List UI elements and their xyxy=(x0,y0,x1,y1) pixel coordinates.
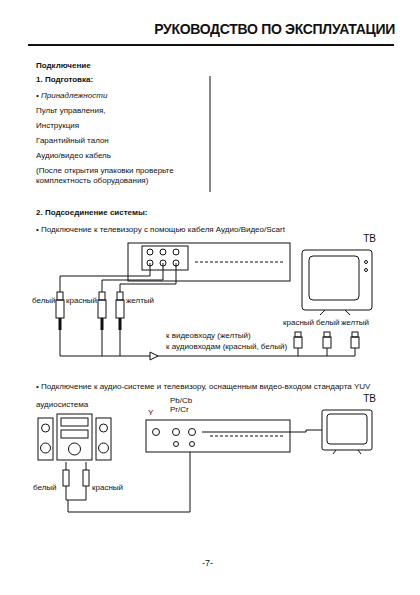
signal-cable xyxy=(202,430,322,432)
wire-color-label: белый xyxy=(33,483,57,493)
jack-label: Pr/Cr xyxy=(170,405,189,415)
page-number: -7- xyxy=(202,558,213,568)
body-text: Аудио/видео кабель xyxy=(36,151,111,161)
dvd-player xyxy=(146,420,290,452)
jack-label: Pb/Cb xyxy=(170,396,192,406)
rca-plug xyxy=(63,462,89,500)
wire-color-label: желтый xyxy=(341,318,369,328)
av-cable xyxy=(60,263,355,360)
section-heading: Подключение xyxy=(36,61,91,71)
body-text: к аудиовходам (красный, белый) xyxy=(165,342,288,352)
device-label: ТВ xyxy=(363,394,376,404)
jack-label: Y xyxy=(148,408,153,418)
tv-set xyxy=(302,250,372,315)
body-text: к видеовходу (желтый) xyxy=(165,331,252,341)
device-label: аудиосистема xyxy=(36,400,88,410)
divider-line xyxy=(210,76,211,192)
audio-system xyxy=(38,414,111,460)
body-text: Пульт управления, xyxy=(36,106,106,116)
rca-plug xyxy=(56,292,359,348)
wire-color-label: белый xyxy=(316,318,340,328)
tv-set xyxy=(322,410,372,454)
wire-color-label: белый xyxy=(32,296,56,306)
signal-cable xyxy=(68,452,190,512)
body-text: (После открытия упаковки проверьте компл… xyxy=(36,166,204,186)
wire-color-label: красный xyxy=(66,296,97,306)
wire-color-label: красный xyxy=(92,483,123,493)
body-text: Инструкция xyxy=(36,121,79,131)
audio-system: аудиосистема xyxy=(34,400,116,462)
section-heading: 2. Подсоединение системы: xyxy=(36,208,147,218)
device-label: ТВ xyxy=(363,234,376,244)
dvd-player xyxy=(128,243,290,281)
body-text: Гарантийный талон xyxy=(36,136,109,146)
body-text: • Принадлежности xyxy=(36,91,107,101)
tv-set: ТВ xyxy=(300,234,378,314)
section-heading: 1. Подготовка: xyxy=(36,75,93,85)
body-text: • Подключение к телевизору с помощью каб… xyxy=(36,225,285,235)
header-rule xyxy=(28,44,394,46)
body-text: • Подключение к аудио-системе и телевизо… xyxy=(36,382,370,392)
wire-color-label: красный xyxy=(283,318,314,328)
tv-set: ТВ xyxy=(318,394,378,456)
wire-color-label: желтый xyxy=(126,296,154,306)
jack-panel: Y Pb/CbPr/Cr xyxy=(146,396,202,452)
page-title: РУКОВОДСТВО ПО ЭКСПЛУАТАЦИИ xyxy=(154,20,395,38)
